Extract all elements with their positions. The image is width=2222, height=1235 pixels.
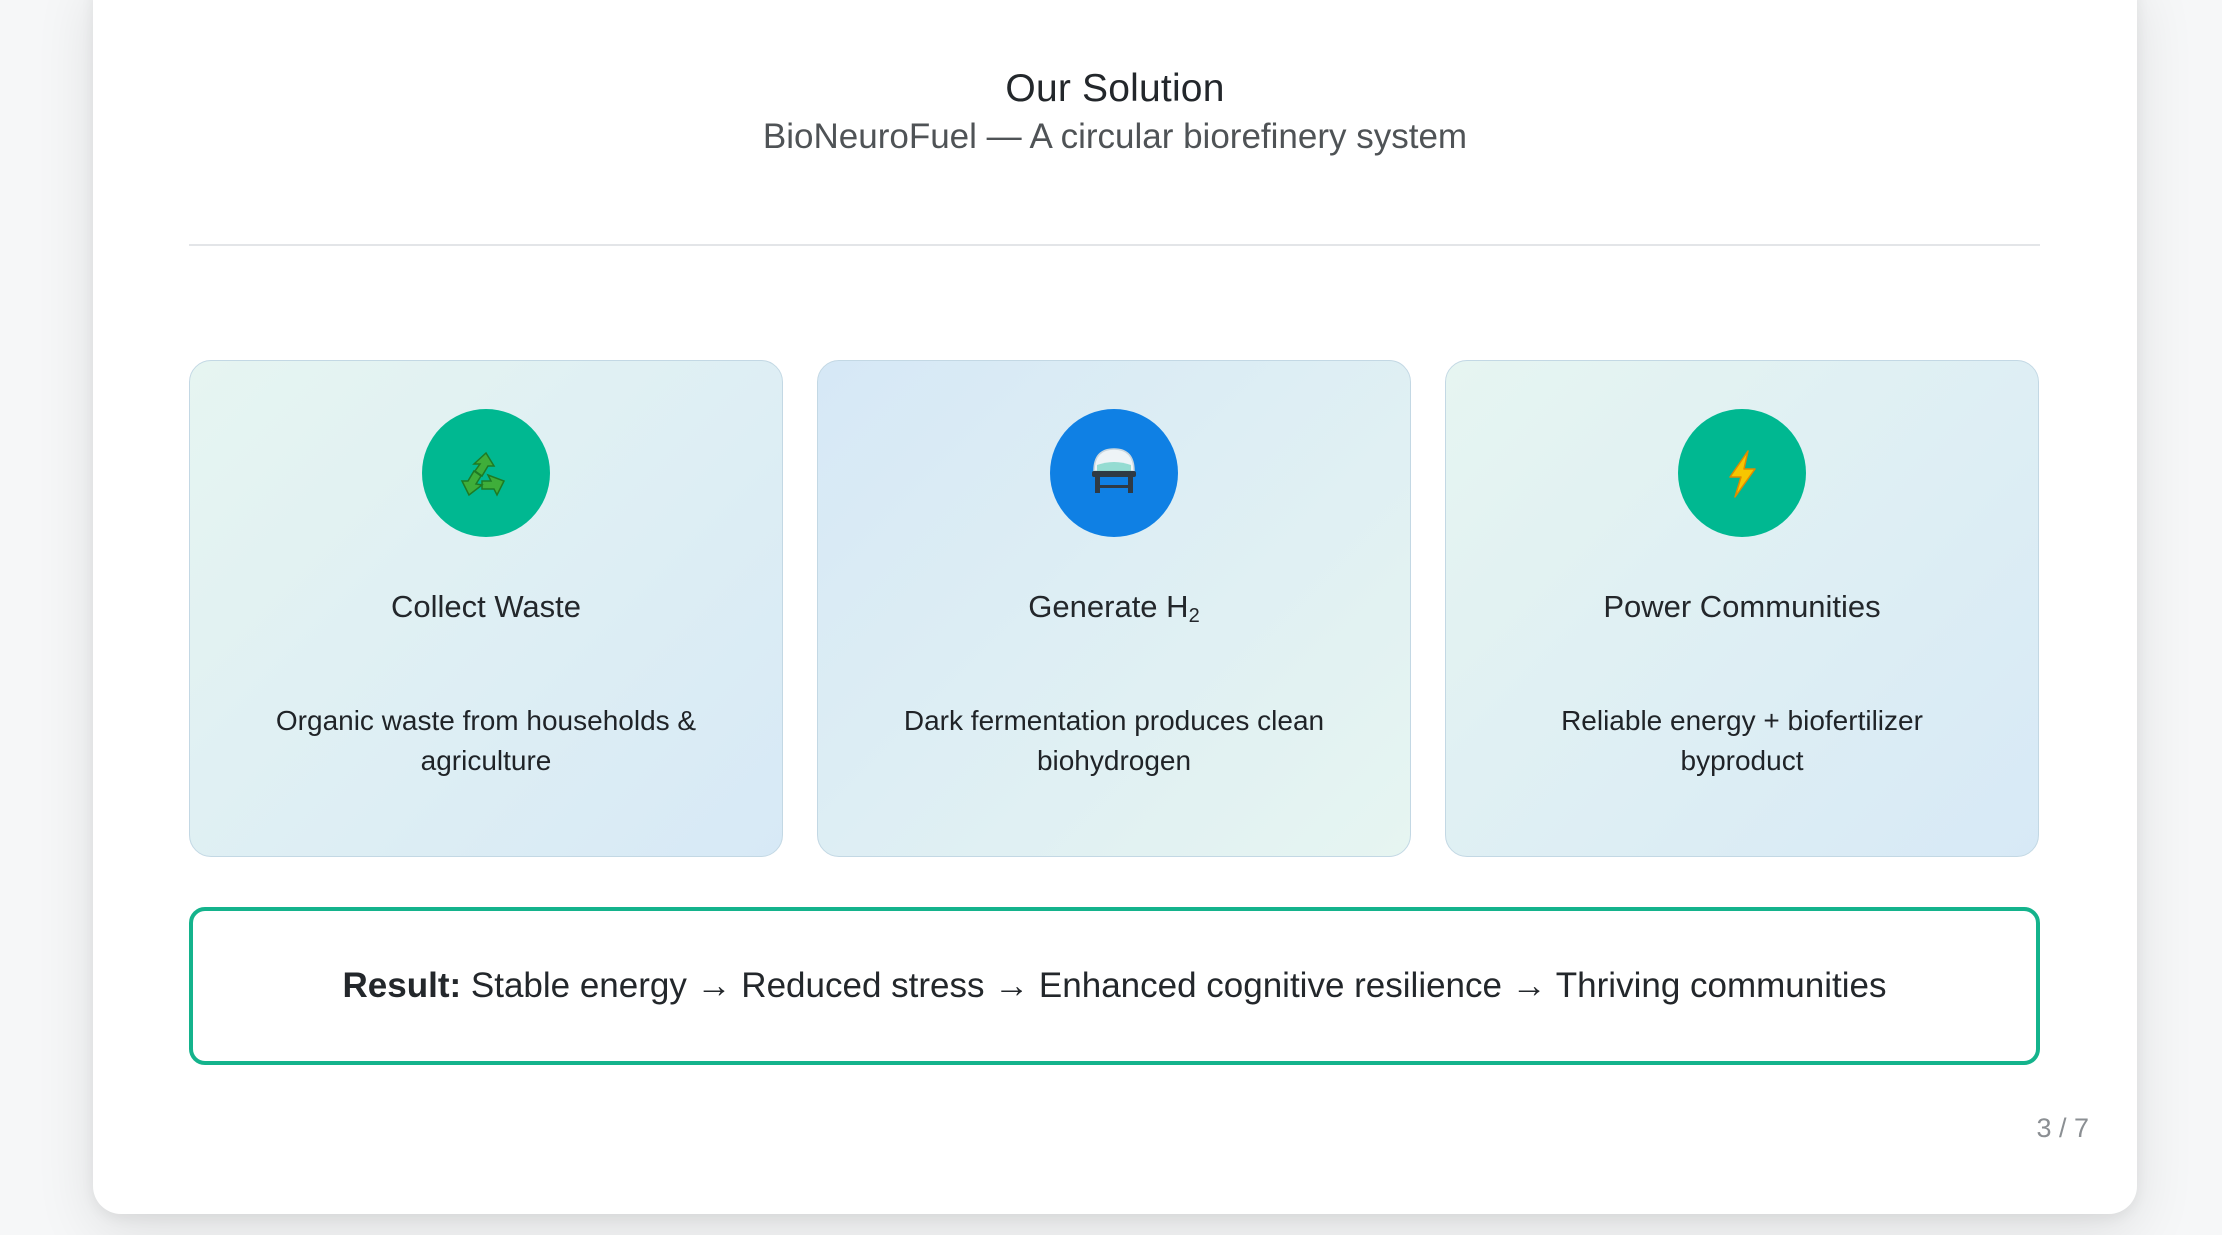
lab-flask-icon: [1050, 409, 1178, 537]
slide: Our Solution BioNeuroFuel — A circular b…: [93, 0, 2137, 1214]
page-number: 3 / 7: [2036, 1113, 2089, 1143]
step-description: Reliable energy + biofertilizer byproduc…: [1561, 705, 1923, 776]
step-title: Collect Waste: [390, 589, 582, 624]
step-card-power-communities: Power Communities Reliable energy + biof…: [1445, 360, 2039, 857]
step-title-main: Generate H: [1028, 589, 1189, 624]
result-text: Stable energy → Reduced stress → Enhance…: [470, 966, 1887, 1005]
page-subtitle: BioNeuroFuel — A circular biorefinery sy…: [762, 117, 1468, 156]
divider: [189, 244, 2040, 246]
step-title: Power Communities: [1603, 589, 1881, 624]
recycle-icon: [422, 409, 550, 537]
result-callout: Result: Stable energy → Reduced stress →…: [189, 907, 2040, 1065]
lightning-icon: [1678, 409, 1806, 537]
page-title: Our Solution: [1005, 67, 1225, 110]
step-card-generate-h2: Generate H2 Dark fermentation produces c…: [817, 360, 1411, 857]
result-label: Result:: [342, 966, 462, 1005]
step-card-collect-waste: Collect Waste Organic waste from househo…: [189, 360, 783, 857]
step-title-subscript: 2: [1188, 605, 1200, 627]
step-title: Generate H2: [818, 589, 1410, 628]
step-description: Organic waste from households & agricult…: [275, 705, 697, 776]
step-description: Dark fermentation produces clean biohydr…: [903, 705, 1325, 776]
